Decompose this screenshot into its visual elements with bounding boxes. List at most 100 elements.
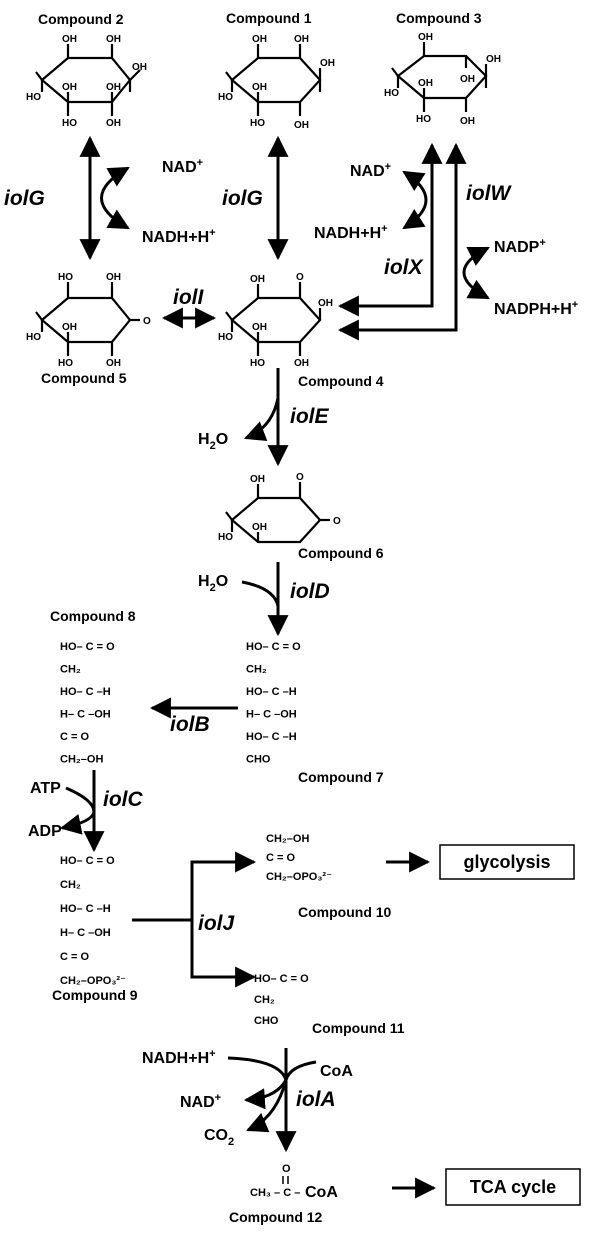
oh-label: OH — [250, 474, 265, 485]
chain-atom-row: H– C –OH — [60, 709, 111, 721]
chain-atom-row: HO– C = O — [246, 641, 301, 653]
chain-atom-row: C = O — [266, 852, 295, 864]
chain-atom-row: HO– C –H — [246, 686, 297, 698]
gene-iolG-left: iolG — [4, 187, 45, 210]
compound-5-ring — [35, 282, 140, 356]
chain-atom-row: CH₂ — [60, 664, 81, 676]
gene-iolB: iolB — [170, 713, 210, 736]
oh-label: OH — [418, 32, 433, 43]
compound-7-label: Compound 7 — [298, 769, 384, 785]
oh-label: OH — [294, 120, 309, 131]
ho-label: HO — [250, 358, 265, 369]
c12-oxo-label: O — [282, 1163, 291, 1175]
chain-atom-row: CH₂–OPO₃²⁻ — [266, 871, 332, 883]
oh-label: OH — [106, 34, 121, 45]
oh-label: OH — [460, 116, 475, 127]
oh-label: OH — [294, 34, 309, 45]
arrow-3-4-iolW — [337, 142, 467, 341]
gene-iolW: iolW — [466, 182, 512, 205]
chain-atom-row: CHO — [246, 754, 271, 766]
tca-cycle-label: TCA cycle — [470, 1177, 556, 1197]
oh-label: OH — [418, 78, 433, 89]
chain-atom-row: C = O — [60, 951, 89, 963]
glycolysis-label: glycolysis — [463, 852, 550, 872]
gene-iolI: iolI — [173, 286, 204, 309]
oh-label: OH — [106, 272, 121, 283]
chain-atom-row: HO– C = O — [60, 855, 115, 867]
oh-label: OH — [252, 522, 267, 533]
ho-label: HO — [58, 272, 73, 283]
ho-label: HO — [218, 532, 233, 543]
chain-atom-row: CH₂ — [246, 664, 267, 676]
arrow-nadp-cycle — [462, 246, 490, 300]
oh-label: OH — [294, 358, 309, 369]
cofactor-atp: ATP — [30, 780, 61, 797]
c12-coa-label: CoA — [305, 1184, 338, 1201]
arrow-coa-in — [284, 1060, 317, 1081]
gene-iolJ: iolJ — [198, 912, 235, 935]
glycolysis-box: glycolysis — [439, 844, 575, 880]
compound-2-ring — [35, 44, 141, 116]
chain-atom-row: CH₂–OH — [60, 754, 103, 766]
arrow-nad-cycle-right — [402, 170, 428, 230]
keto-o-label: O — [143, 316, 151, 327]
ho-label: HO — [416, 114, 431, 125]
compound-5-label: Compound 5 — [41, 370, 127, 386]
keto-o-label: O — [296, 272, 304, 283]
arrow-h2o-in — [241, 580, 280, 607]
chain-atom-row: CH₂ — [254, 994, 275, 1006]
chain-atom-row: H– C –OH — [60, 927, 111, 939]
ho-label: HO — [250, 118, 265, 129]
chain-atom-row: H– C –OH — [246, 709, 297, 721]
oh-label: OH — [460, 74, 475, 85]
chain-atom-row: CH₂–OPO₃²⁻ — [60, 975, 126, 987]
gene-iolG-middle: iolG — [222, 187, 263, 210]
arrow-9-10 — [132, 851, 257, 922]
compound-6-ring — [225, 482, 330, 544]
oh-label: OH — [252, 82, 267, 93]
compound-4-label: Compound 4 — [298, 373, 384, 389]
c12-ch3-label: CH₃ – C – — [250, 1187, 300, 1199]
oh-label: OH — [106, 358, 121, 369]
cofactor-nadph: NADPH+H+ — [494, 299, 578, 318]
compound-4-ring — [225, 282, 322, 356]
oh-label: OH — [252, 322, 267, 333]
gene-iolX: iolX — [384, 256, 424, 279]
cofactor-nadh: NADH+H+ — [142, 227, 216, 246]
ho-label: HO — [26, 92, 41, 103]
arrow-9-11 — [190, 920, 257, 988]
cofactor-coa: CoA — [320, 1063, 353, 1080]
cofactor-h2o-in: H2O — [198, 573, 228, 594]
arrow-nad-cycle-left — [100, 166, 130, 230]
gene-iolA: iolA — [296, 1088, 336, 1111]
arrow-co2-out — [246, 1079, 288, 1133]
arrow-atp-adp — [59, 786, 96, 835]
ho-label: HO — [218, 92, 233, 103]
compound-10-label: Compound 10 — [298, 904, 392, 920]
gene-iolE: iolE — [290, 405, 329, 428]
oh-label: OH — [132, 62, 147, 73]
cofactor-nadh: NADH+H+ — [314, 223, 388, 242]
oh-label: OH — [318, 298, 333, 309]
cofactor-nad: NAD+ — [162, 157, 203, 176]
compound-11-label: Compound 11 — [312, 1020, 405, 1036]
gene-iolD: iolD — [290, 580, 330, 603]
compound-9-label: Compound 9 — [52, 987, 138, 1003]
ho-label: HO — [218, 332, 233, 343]
arrow-nadh-in — [227, 1056, 288, 1081]
arrow-h2o-out — [244, 397, 280, 442]
ho-label: HO — [26, 332, 41, 343]
cofactor-nad: NAD+ — [350, 161, 391, 180]
keto-o-label: O — [296, 472, 304, 483]
oh-label: OH — [486, 54, 501, 65]
compound-12-structure: O CH₃ – C – CoA — [250, 1163, 338, 1201]
ho-label: HO — [58, 358, 73, 369]
compound-6-label: Compound 6 — [298, 545, 384, 561]
oh-label: OH — [62, 34, 77, 45]
oh-label: OH — [252, 34, 267, 45]
